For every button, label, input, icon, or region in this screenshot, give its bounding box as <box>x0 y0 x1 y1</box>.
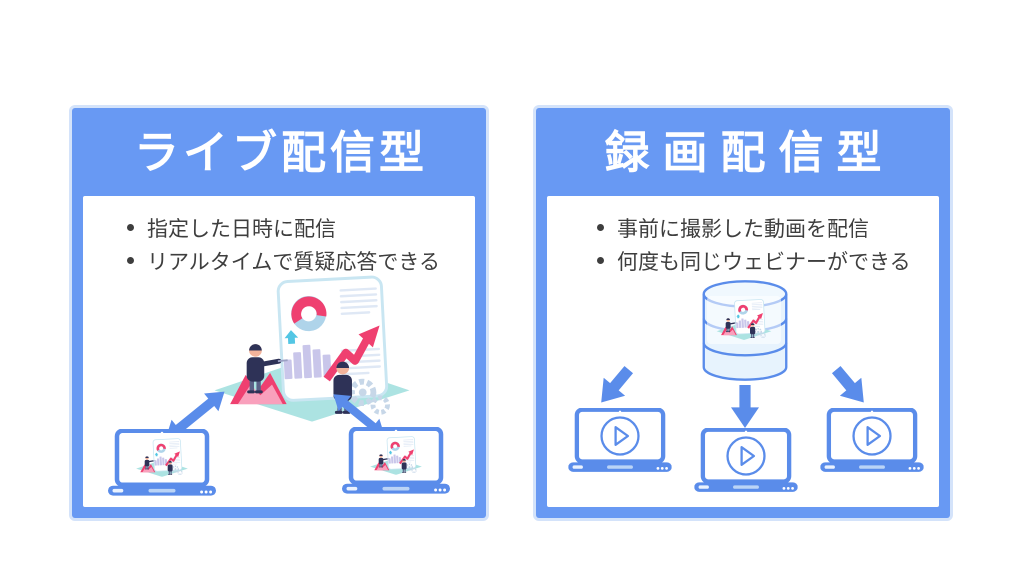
list-item: リアルタイムで質疑応答できる <box>127 244 475 277</box>
live-illustration <box>83 196 475 507</box>
bullet-dot-icon <box>597 257 604 264</box>
laptop-icon <box>694 428 798 497</box>
panel-recorded-header: 録画配信型 <box>536 108 950 196</box>
play-icon <box>724 434 768 478</box>
laptop-icon <box>342 427 450 499</box>
laptop-icon <box>108 429 216 501</box>
bullet-dot-icon <box>127 224 134 231</box>
list-item: 何度も同じウェビナーができる <box>597 244 939 277</box>
bullet-dot-icon <box>597 224 604 231</box>
laptop-icon <box>568 408 672 477</box>
play-icon <box>598 414 642 458</box>
presentation-scene-icon <box>131 438 193 477</box>
down-arrow-icon <box>731 384 759 429</box>
list-item: 事前に撮影した動画を配信 <box>597 211 939 244</box>
panel-recorded-title: 録画配信型 <box>604 126 895 178</box>
bullet-text: リアルタイムで質疑応答できる <box>147 250 440 274</box>
panel-recorded-body: 事前に撮影した動画を配信 何度も同じウェビナーができる <box>547 196 939 507</box>
recorded-illustration <box>547 196 939 507</box>
panel-recorded: 録画配信型 事前に撮影した動画を配信 何度も同じウェビナーができる <box>536 108 950 518</box>
bullet-text: 指定した日時に配信 <box>147 217 336 241</box>
laptop-icon <box>820 408 924 477</box>
bullet-text: 何度も同じウェビナーができる <box>617 250 911 274</box>
presentation-scene-icon <box>365 436 427 475</box>
panel-live-body: 指定した日時に配信 リアルタイムで質疑応答できる <box>83 196 475 507</box>
down-arrow-icon <box>824 359 875 412</box>
play-icon <box>850 414 894 458</box>
down-arrow-icon <box>589 359 640 412</box>
live-bullet-list: 指定した日時に配信 リアルタイムで質疑応答できる <box>127 211 475 277</box>
panel-live: ライブ配信型 指定した日時に配信 リアルタイムで質疑応答できる <box>72 108 486 518</box>
recorded-bullet-list: 事前に撮影した動画を配信 何度も同じウェビナーができる <box>597 211 939 277</box>
bullet-dot-icon <box>127 257 134 264</box>
presentation-scene-icon <box>711 299 777 340</box>
panel-live-title: ライブ配信型 <box>133 126 428 178</box>
bullet-text: 事前に撮影した動画を配信 <box>617 217 869 241</box>
list-item: 指定した日時に配信 <box>127 211 475 244</box>
panel-live-header: ライブ配信型 <box>72 108 486 196</box>
